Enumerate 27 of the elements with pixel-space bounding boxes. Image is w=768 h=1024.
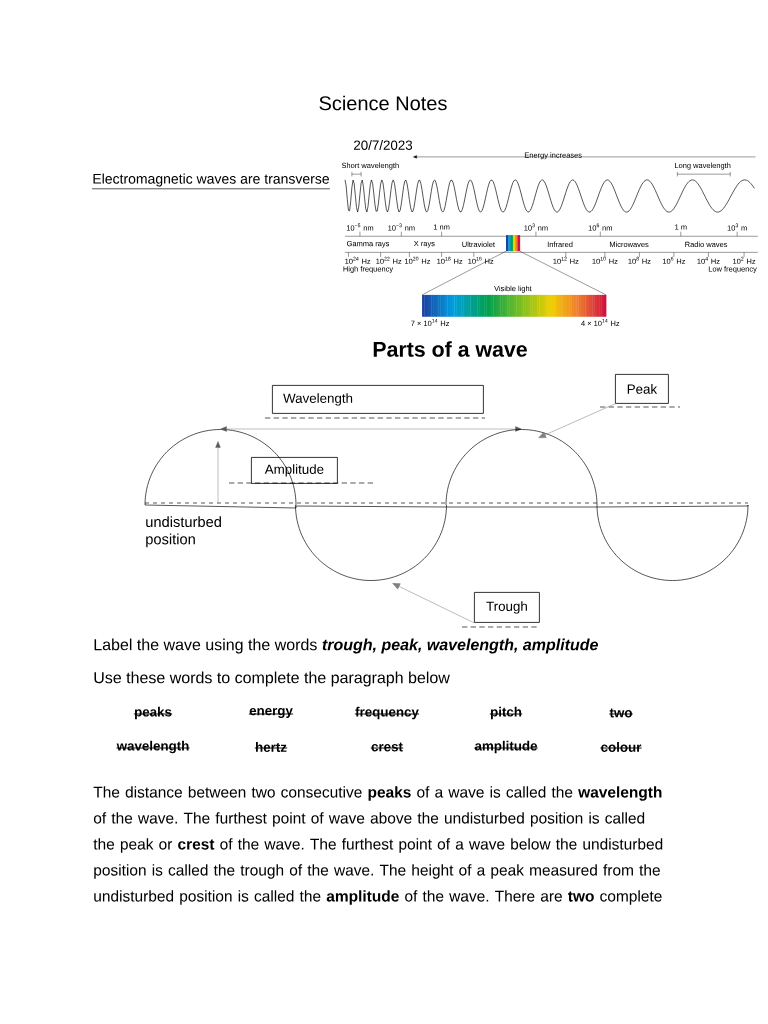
word: energy [248, 708, 294, 718]
axis-label: undisturbed position [146, 516, 221, 548]
word: frequency [354, 706, 420, 720]
heading: Electromagnetic waves are transverse [91, 173, 331, 190]
word: colour [599, 742, 643, 752]
word: crest [370, 742, 404, 752]
leader-line [538, 403, 616, 438]
word: peaks [133, 706, 173, 720]
word: wavelength [115, 740, 191, 754]
instruction-words: trough, peak, wavelength, amplitude [322, 638, 598, 654]
label-box: Peak [615, 374, 669, 404]
leader-line [392, 583, 475, 624]
word: hertz [254, 742, 288, 752]
label-box: Trough [474, 592, 540, 623]
word: two [608, 708, 634, 718]
wave-crest [445, 429, 598, 506]
label-box: Amplitude [251, 457, 338, 484]
date: 20/7/2023 [354, 140, 413, 150]
word: pitch [489, 706, 523, 720]
heading: Parts of a wave [373, 341, 527, 357]
wave-trough [295, 504, 447, 581]
word: amplitude [473, 740, 539, 754]
title: Science Notes [319, 95, 447, 111]
paragraph: The distance between two consecutive peaks of a wave is called the wavelength of the wave. The furthest point of wave above the undisturbed position is called the peak or crest of the wave. The furthest point of a wave below the undisturbed position is called the trough of the wave. The height of a peak measured from the undisturbed position is called the amplitude of the wave. There are two complete [93, 786, 663, 905]
instruction: Use these words to complete the paragraph below [94, 671, 450, 687]
label-box: Wavelength [272, 385, 484, 414]
instruction: Label the wave using the words [94, 638, 317, 654]
